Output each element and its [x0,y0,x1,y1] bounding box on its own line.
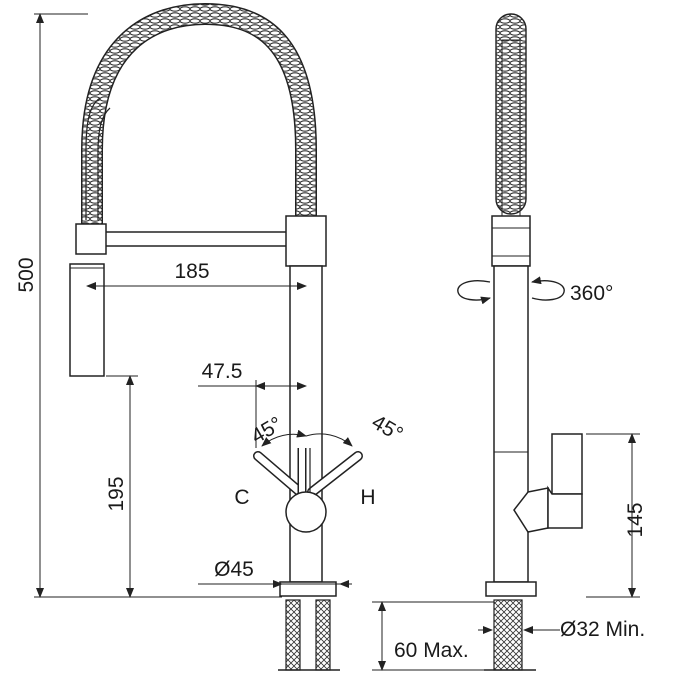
dim-diameter-45-label: Ø45 [214,558,254,581]
side-dimensions: 145 60 Max. Ø32 Min. [372,433,647,671]
side-base-ring [485,581,537,597]
dim-47-5-label: 47.5 [202,360,243,383]
side-body-collar [491,215,531,267]
cold-label: C [234,486,249,509]
spray-head [69,263,105,377]
body-collar [285,215,327,267]
rotation-label: 360° [570,282,613,305]
dim-185-label: 185 [174,260,209,283]
dim-145-label: 145 [624,502,647,537]
spray-head-collar [75,223,107,255]
dim-195-label: 195 [105,476,128,511]
body-tube [289,265,323,583]
handle-hub [285,491,327,533]
rotation-arrow-left-icon [457,280,491,305]
spray-hose [85,97,101,220]
side-body-tube [493,265,529,583]
handle-lever [253,448,363,533]
side-mounting-shank [493,599,523,671]
base-ring [279,581,337,597]
rotation-arrow-right-icon [531,276,565,301]
side-handle [513,433,583,533]
support-arm [103,231,289,247]
angle-left-label: 45° [247,412,286,448]
dim-60-max-label: 60 Max. [394,639,469,662]
mounting-shank-left [285,599,301,671]
hot-label: H [360,486,375,509]
mounting-shank-right [315,599,331,671]
dim-diameter-32-label: Ø32 Min. [560,618,645,641]
side-view: 360° [457,13,613,671]
angle-right-label: 45° [368,410,407,446]
dim-500-label: 500 [15,257,38,292]
